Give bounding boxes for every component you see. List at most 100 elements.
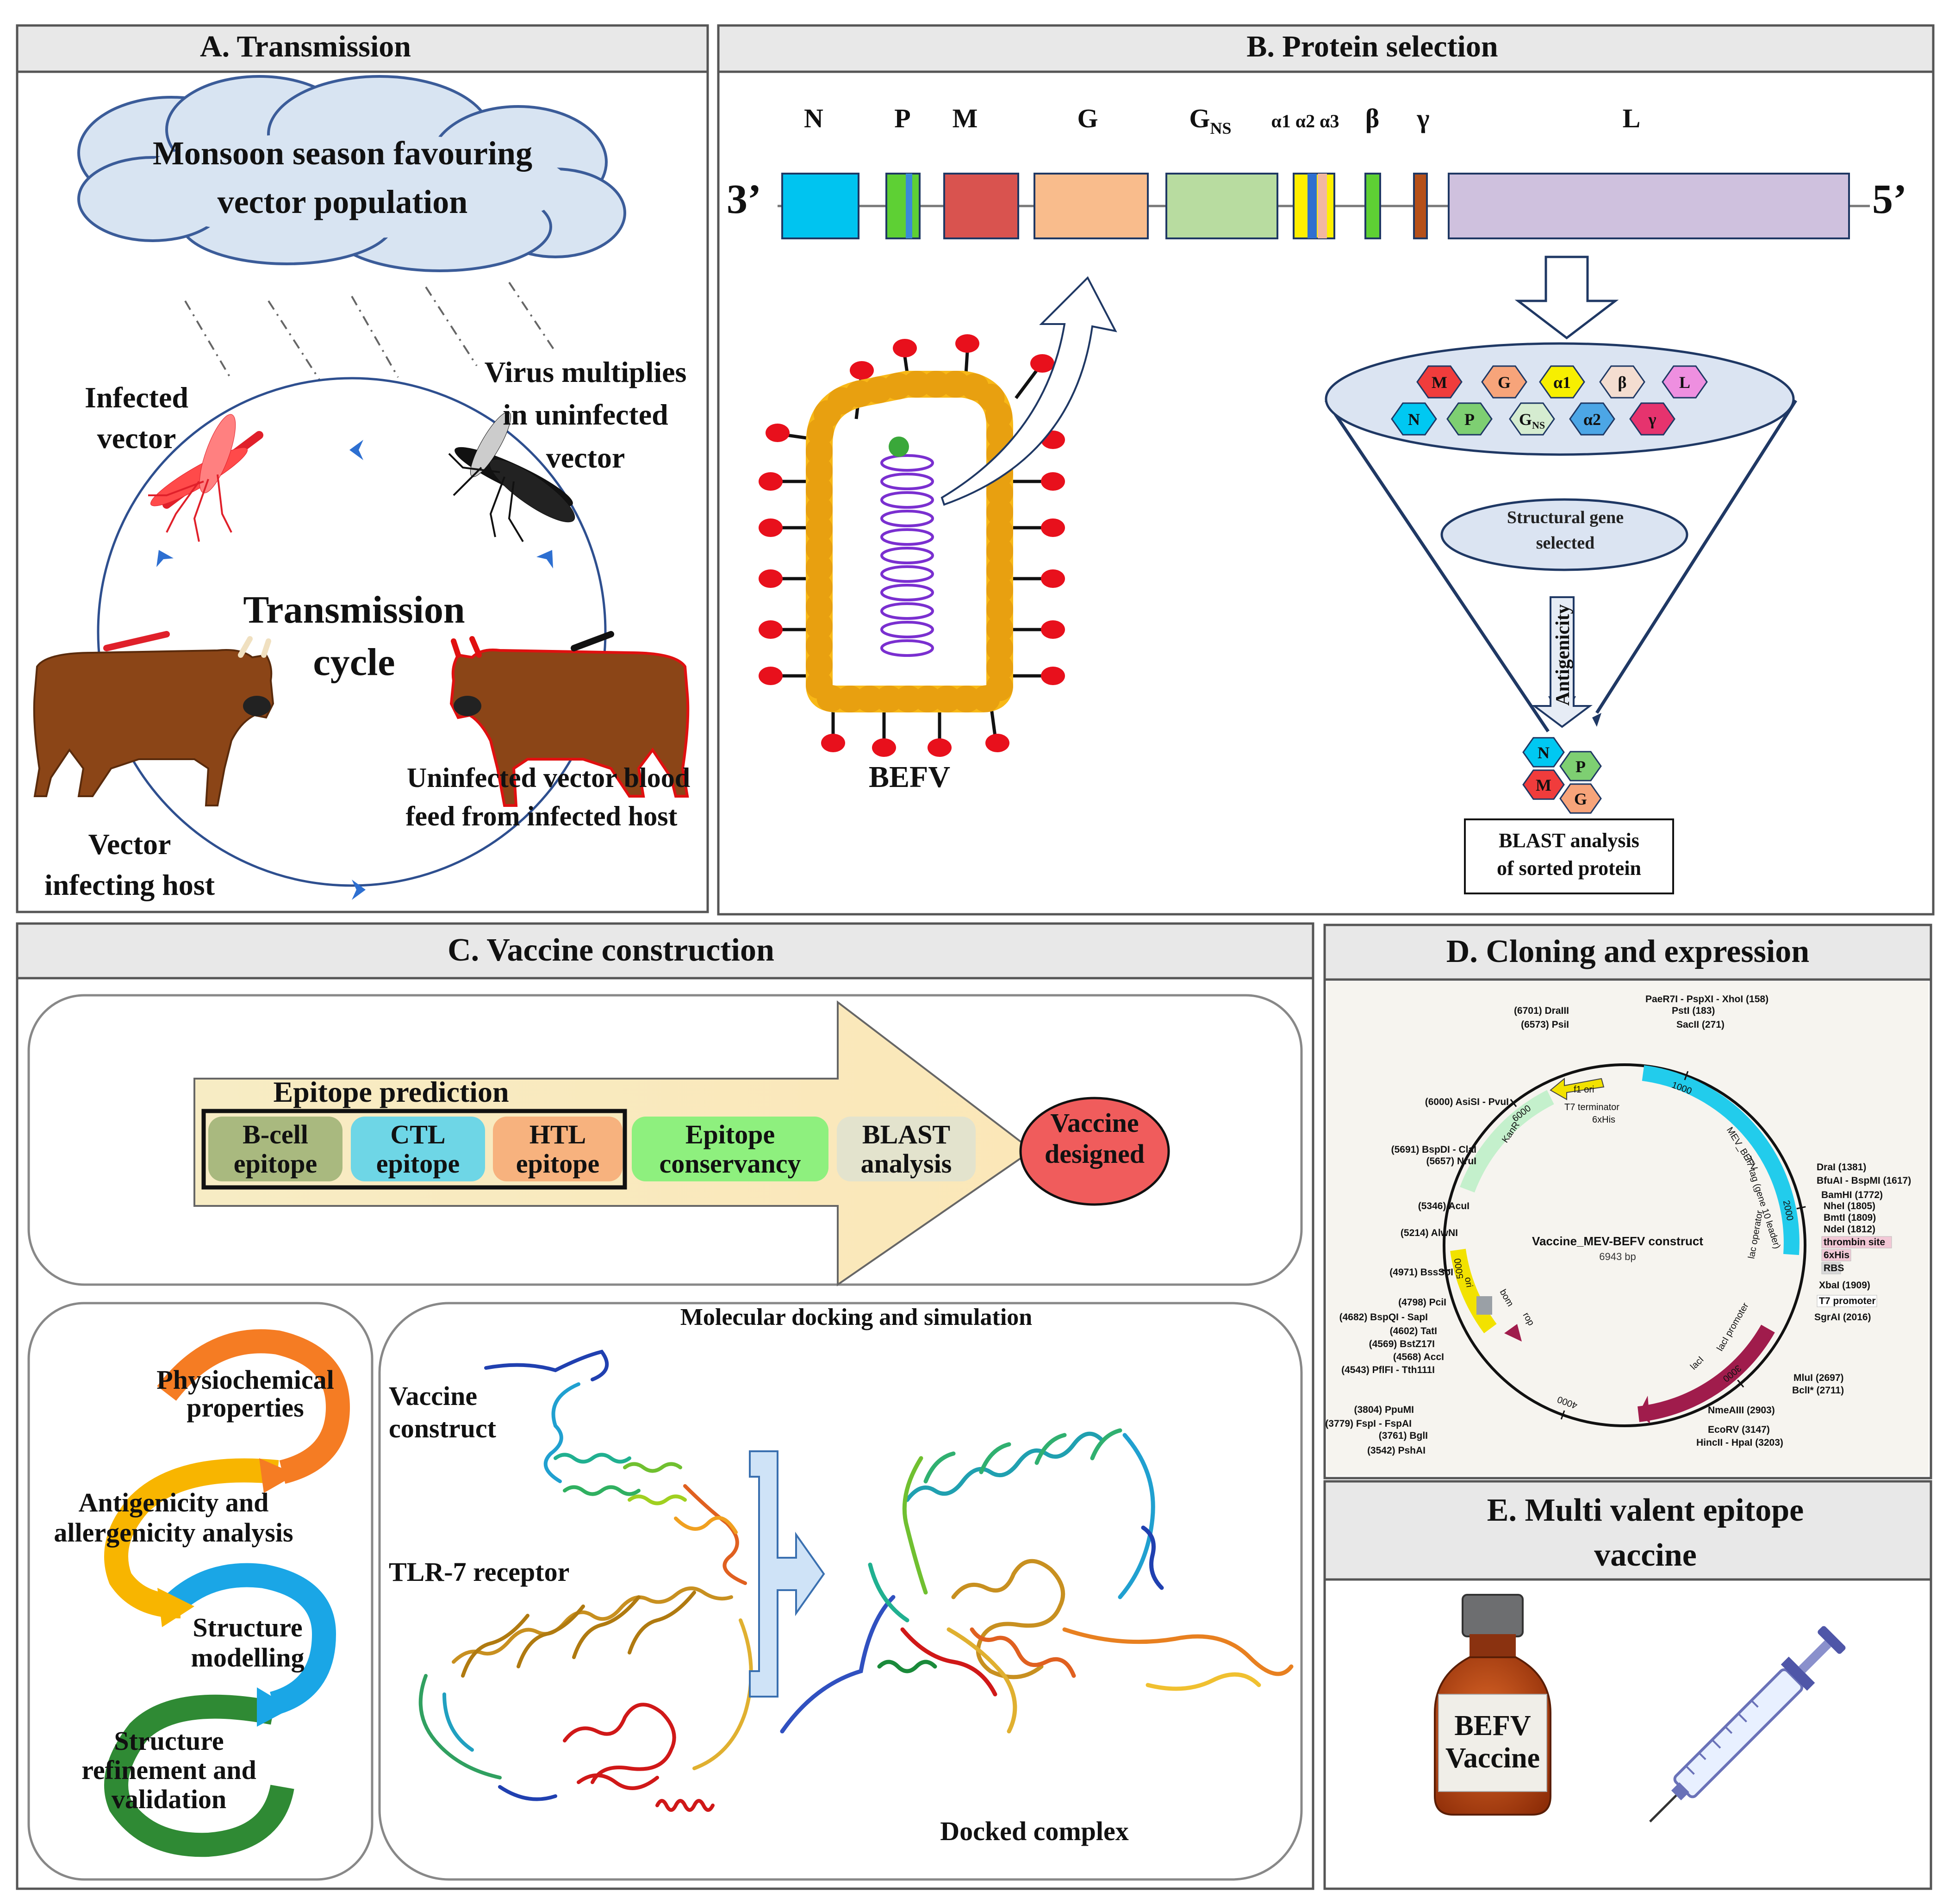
plasmid-tick bbox=[1737, 1380, 1744, 1388]
selected-protein-label: P bbox=[1575, 757, 1586, 776]
cycle-label-1: Transmission bbox=[243, 588, 465, 631]
panel-vaccine-construction: C. Vaccine construction Epitope predicti… bbox=[16, 922, 1314, 1890]
selected-protein-hex bbox=[1522, 769, 1565, 800]
restriction-site-label: (4569) BstZ17I bbox=[1369, 1339, 1435, 1349]
selected-protein-hex bbox=[1559, 783, 1602, 814]
panel-b-title: B. Protein selection bbox=[1246, 30, 1498, 63]
epitope-step-label: Epitope bbox=[685, 1119, 775, 1149]
restriction-site-label: 6xHis bbox=[1824, 1250, 1849, 1261]
plasmid-map bbox=[1443, 1063, 1806, 1427]
protein-hex-label: G bbox=[1498, 373, 1511, 392]
gene-blocks bbox=[781, 173, 1850, 239]
blast-sorted-box bbox=[1464, 818, 1674, 894]
befv-label: BEFV bbox=[869, 760, 950, 794]
vaccine-construct-label-2: construct bbox=[389, 1413, 497, 1443]
ori-arc bbox=[1450, 1249, 1497, 1334]
rop-marker bbox=[1504, 1324, 1522, 1342]
vector-host-label-1: Vector bbox=[88, 828, 171, 861]
gene-block bbox=[1413, 173, 1428, 239]
vaccine-designed-label-2: designed bbox=[1045, 1139, 1145, 1169]
epitope-group-box bbox=[201, 1109, 627, 1190]
vaccine-designed-label-1: Vaccine bbox=[1050, 1108, 1139, 1138]
panel-e-title-2: vaccine bbox=[1594, 1537, 1697, 1573]
epitope-prediction-label: Epitope prediction bbox=[273, 1075, 509, 1108]
restriction-site-label: (5657) NruI bbox=[1426, 1156, 1476, 1167]
epitope-step-label: BLAST bbox=[862, 1119, 950, 1149]
process-step-label: validation bbox=[112, 1784, 226, 1814]
epitope-step-label: analysis bbox=[861, 1149, 952, 1179]
gene-block bbox=[1165, 173, 1278, 239]
panel-e-title-1: E. Multi valent epitope bbox=[1487, 1492, 1804, 1528]
restriction-site-label: NheI (1805) bbox=[1824, 1201, 1875, 1211]
feature-t7-terminator: T7 terminator bbox=[1564, 1102, 1619, 1112]
protein-hex bbox=[1629, 402, 1675, 436]
five-prime-label: 5’ bbox=[1872, 176, 1907, 222]
rain-lines bbox=[184, 281, 556, 381]
panel-e-header bbox=[1323, 1480, 1932, 1581]
restriction-site-label: RBS bbox=[1824, 1263, 1844, 1273]
panel-vaccine: E. Multi valent epitope vaccine BEFV Vac… bbox=[1323, 1480, 1932, 1890]
selected-protein-hex bbox=[1559, 751, 1602, 781]
protein-hex-label: P bbox=[1464, 410, 1475, 429]
protein-hex bbox=[1662, 365, 1708, 399]
infected-vector-label-1: Infected bbox=[85, 381, 188, 414]
restriction-site-label: (5691) BspDI - ClaI bbox=[1391, 1144, 1476, 1155]
tlr7-label: TLR-7 receptor bbox=[389, 1557, 569, 1587]
kanr-arc bbox=[1460, 1090, 1554, 1193]
plasmid-center-2: 6943 bp bbox=[1599, 1251, 1636, 1262]
feature-6xhis: 6xHis bbox=[1592, 1115, 1615, 1125]
protein-hex bbox=[1509, 402, 1555, 436]
feature-f1-ori: f1 ori bbox=[1574, 1085, 1594, 1095]
process-step-label: Antigenicity and bbox=[79, 1487, 269, 1517]
restriction-site-label: (4602) TatI bbox=[1390, 1326, 1437, 1336]
structural-gene-label-2: selected bbox=[1536, 533, 1595, 553]
feature-highlight bbox=[1817, 1295, 1877, 1307]
gene-label: M bbox=[953, 103, 978, 133]
tlr7-structure bbox=[418, 1586, 753, 1812]
plasmid-tick bbox=[1560, 1410, 1565, 1420]
restriction-site-label: PaeR7I - PspXI - XhoI (158) bbox=[1645, 994, 1768, 1005]
cycle-chevrons bbox=[156, 440, 553, 900]
restriction-site-label: NmeAIII (2903) bbox=[1708, 1405, 1775, 1416]
laci-arc bbox=[1638, 1324, 1775, 1422]
epitope-step-label: epitope bbox=[516, 1149, 599, 1179]
vial-label-2: Vaccine bbox=[1445, 1742, 1540, 1774]
gene-stripe bbox=[1308, 174, 1317, 238]
restriction-site-label: (3779) FspI - FspAI bbox=[1325, 1418, 1412, 1429]
restriction-site-label: BfuAI - BspMI (1617) bbox=[1817, 1175, 1911, 1186]
restriction-site-label: SgrAI (2016) bbox=[1814, 1312, 1871, 1323]
protein-hex-label: α2 bbox=[1583, 410, 1601, 429]
protein-hex-label: α1 bbox=[1553, 373, 1571, 392]
vaccine-construct-structure bbox=[484, 1349, 747, 1585]
panel-c-header bbox=[16, 922, 1314, 980]
cloud-line-1: Monsoon season favouring bbox=[153, 135, 532, 172]
restriction-site-label: (4798) PciI bbox=[1398, 1297, 1446, 1308]
selected-protein-label: G bbox=[1574, 790, 1587, 808]
uninfected-label-2: feed from infected host bbox=[405, 801, 677, 831]
protein-hex bbox=[1446, 402, 1493, 436]
panel-c-title: C. Vaccine construction bbox=[448, 932, 774, 968]
plasmid-sites: PaeR7I - PspXI - XhoI (158)PstI (183)Sac… bbox=[1325, 994, 1911, 1456]
virus-multiplies-label-2: in uninfected bbox=[503, 398, 668, 431]
restriction-site-label: (4682) BspQI - SapI bbox=[1339, 1312, 1428, 1323]
infected-cow-icon bbox=[33, 631, 274, 806]
restriction-site-label: XbaI (1909) bbox=[1819, 1280, 1870, 1291]
epitope-step-label: epitope bbox=[234, 1149, 317, 1179]
plasmid-center-1: Vaccine_MEV-BEFV construct bbox=[1532, 1234, 1703, 1248]
process-step-label: properties bbox=[187, 1392, 304, 1423]
protein-hex bbox=[1391, 402, 1437, 436]
restriction-site-label: MluI (2697) bbox=[1793, 1373, 1844, 1383]
restriction-site-label: EcoRV (3147) bbox=[1708, 1424, 1770, 1435]
plasmid-circle bbox=[1443, 1063, 1806, 1427]
process-step-label: refinement and bbox=[81, 1755, 256, 1785]
epitope-step-box bbox=[351, 1117, 485, 1181]
restriction-site-label: BmtI (1809) bbox=[1824, 1212, 1876, 1223]
uninfected-label-1: Uninfected vector blood bbox=[407, 762, 690, 793]
restriction-site-label: NdeI (1812) bbox=[1824, 1224, 1875, 1235]
docked-complex-structure bbox=[780, 1428, 1294, 1734]
epitope-step-label: conservancy bbox=[659, 1149, 801, 1179]
